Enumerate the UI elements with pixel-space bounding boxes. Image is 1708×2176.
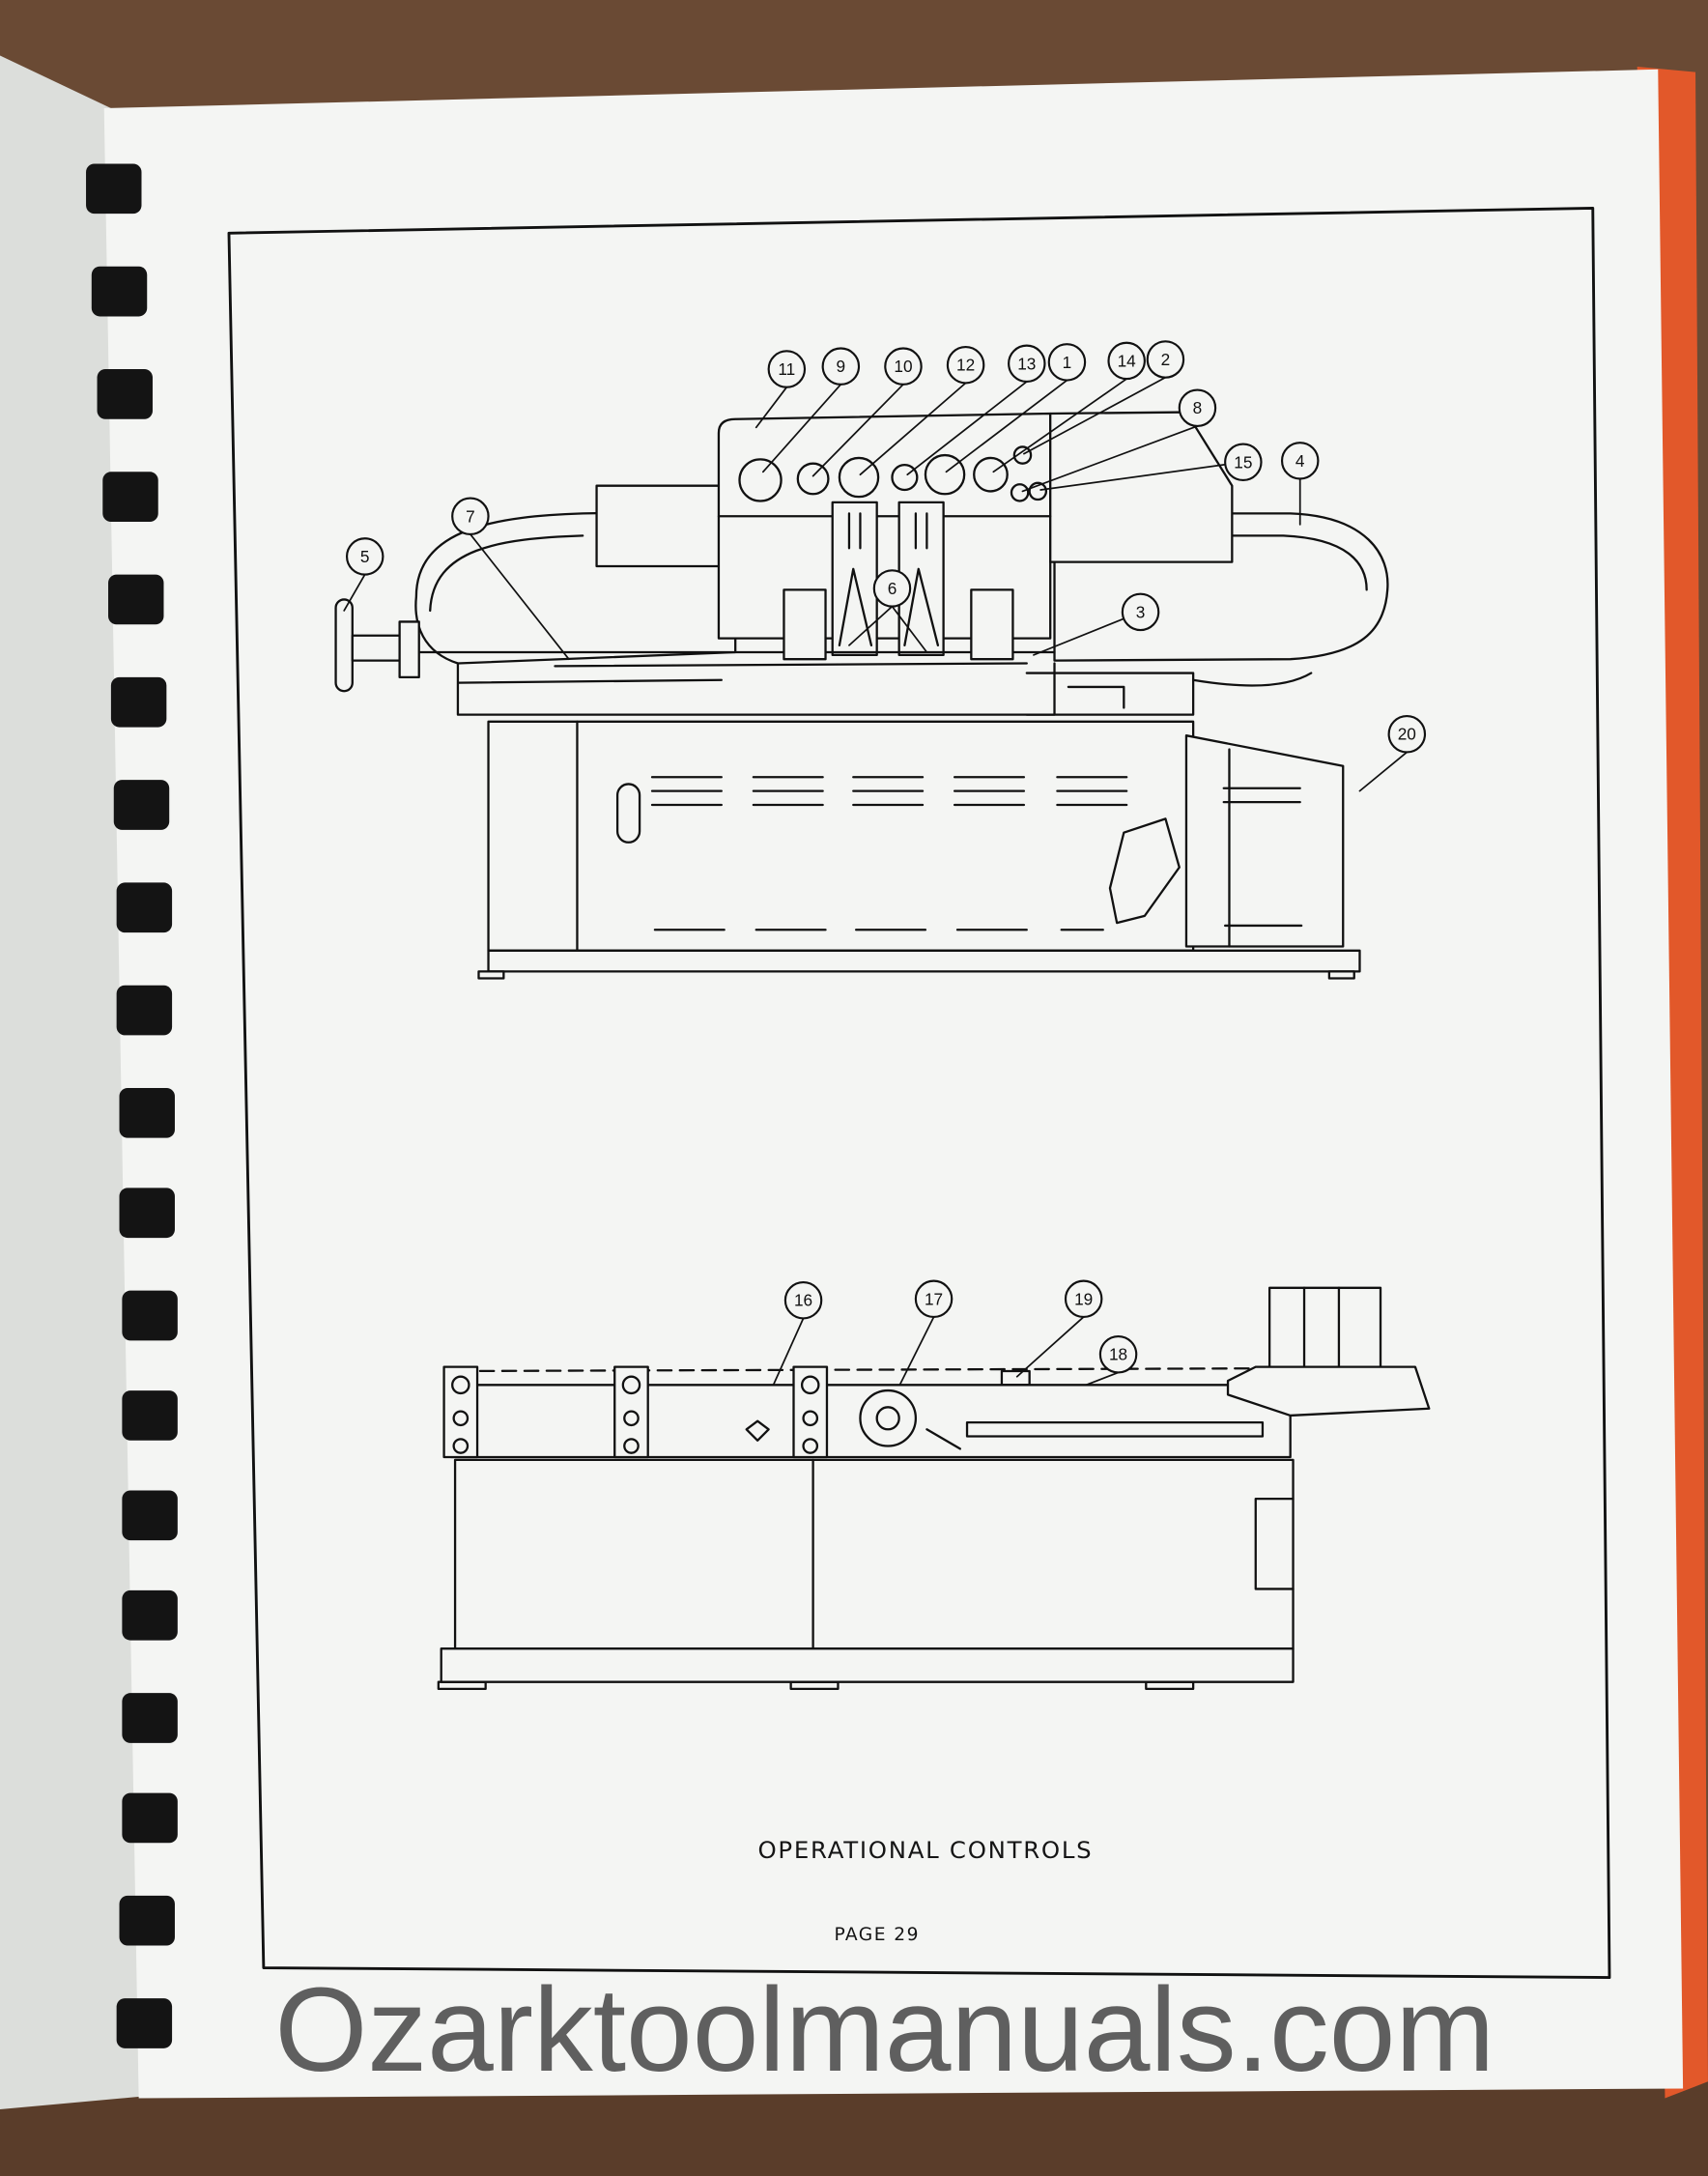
callout-13: 13 xyxy=(1008,344,1046,384)
svg-text:5: 5 xyxy=(360,547,370,566)
svg-text:11: 11 xyxy=(778,359,795,379)
page-border-frame xyxy=(227,206,1611,1980)
svg-text:12: 12 xyxy=(956,356,975,375)
svg-text:15: 15 xyxy=(1234,452,1252,472)
svg-text:17: 17 xyxy=(925,1289,943,1308)
callout-5: 5 xyxy=(345,537,384,576)
binder-rings xyxy=(86,163,178,2048)
svg-text:7: 7 xyxy=(466,506,475,526)
callout-11: 11 xyxy=(767,350,807,388)
callout-2: 2 xyxy=(1146,340,1185,379)
svg-text:19: 19 xyxy=(1074,1289,1093,1308)
callout-18: 18 xyxy=(1098,1334,1138,1374)
callout-9: 9 xyxy=(821,347,861,386)
callout-3: 3 xyxy=(1121,592,1160,632)
leader-lines xyxy=(343,376,1409,1431)
callout-14: 14 xyxy=(1107,341,1146,381)
callout-4: 4 xyxy=(1280,442,1320,480)
svg-text:18: 18 xyxy=(1109,1345,1127,1364)
callout-12: 12 xyxy=(946,345,985,385)
svg-text:9: 9 xyxy=(837,357,846,376)
svg-text:8: 8 xyxy=(1193,398,1203,417)
svg-text:16: 16 xyxy=(794,1291,812,1310)
callout-19: 19 xyxy=(1064,1279,1103,1319)
callout-16: 16 xyxy=(783,1280,823,1320)
svg-text:2: 2 xyxy=(1161,350,1171,369)
callout-17: 17 xyxy=(914,1279,954,1319)
top-view-drawing xyxy=(437,1286,1431,1691)
callout-1: 1 xyxy=(1047,343,1087,382)
callout-7: 7 xyxy=(451,497,490,536)
page-number: PAGE 29 xyxy=(834,1925,919,1945)
svg-text:6: 6 xyxy=(888,579,897,598)
svg-text:3: 3 xyxy=(1136,602,1146,621)
svg-text:4: 4 xyxy=(1295,451,1305,471)
callout-8: 8 xyxy=(1178,388,1217,427)
callout-6: 6 xyxy=(872,569,912,608)
svg-text:10: 10 xyxy=(894,357,912,376)
svg-text:14: 14 xyxy=(1118,351,1137,370)
side-view-drawing xyxy=(334,411,1389,980)
svg-text:20: 20 xyxy=(1398,725,1416,744)
callout-20: 20 xyxy=(1387,715,1427,754)
callout-15: 15 xyxy=(1224,443,1263,482)
figure-caption: OPERATIONAL CONTROLS xyxy=(758,1836,1094,1864)
svg-text:1: 1 xyxy=(1063,353,1072,372)
svg-text:13: 13 xyxy=(1017,354,1036,373)
watermark: Ozarktoolmanuals.com xyxy=(274,1963,1494,2097)
callout-10: 10 xyxy=(884,347,923,386)
